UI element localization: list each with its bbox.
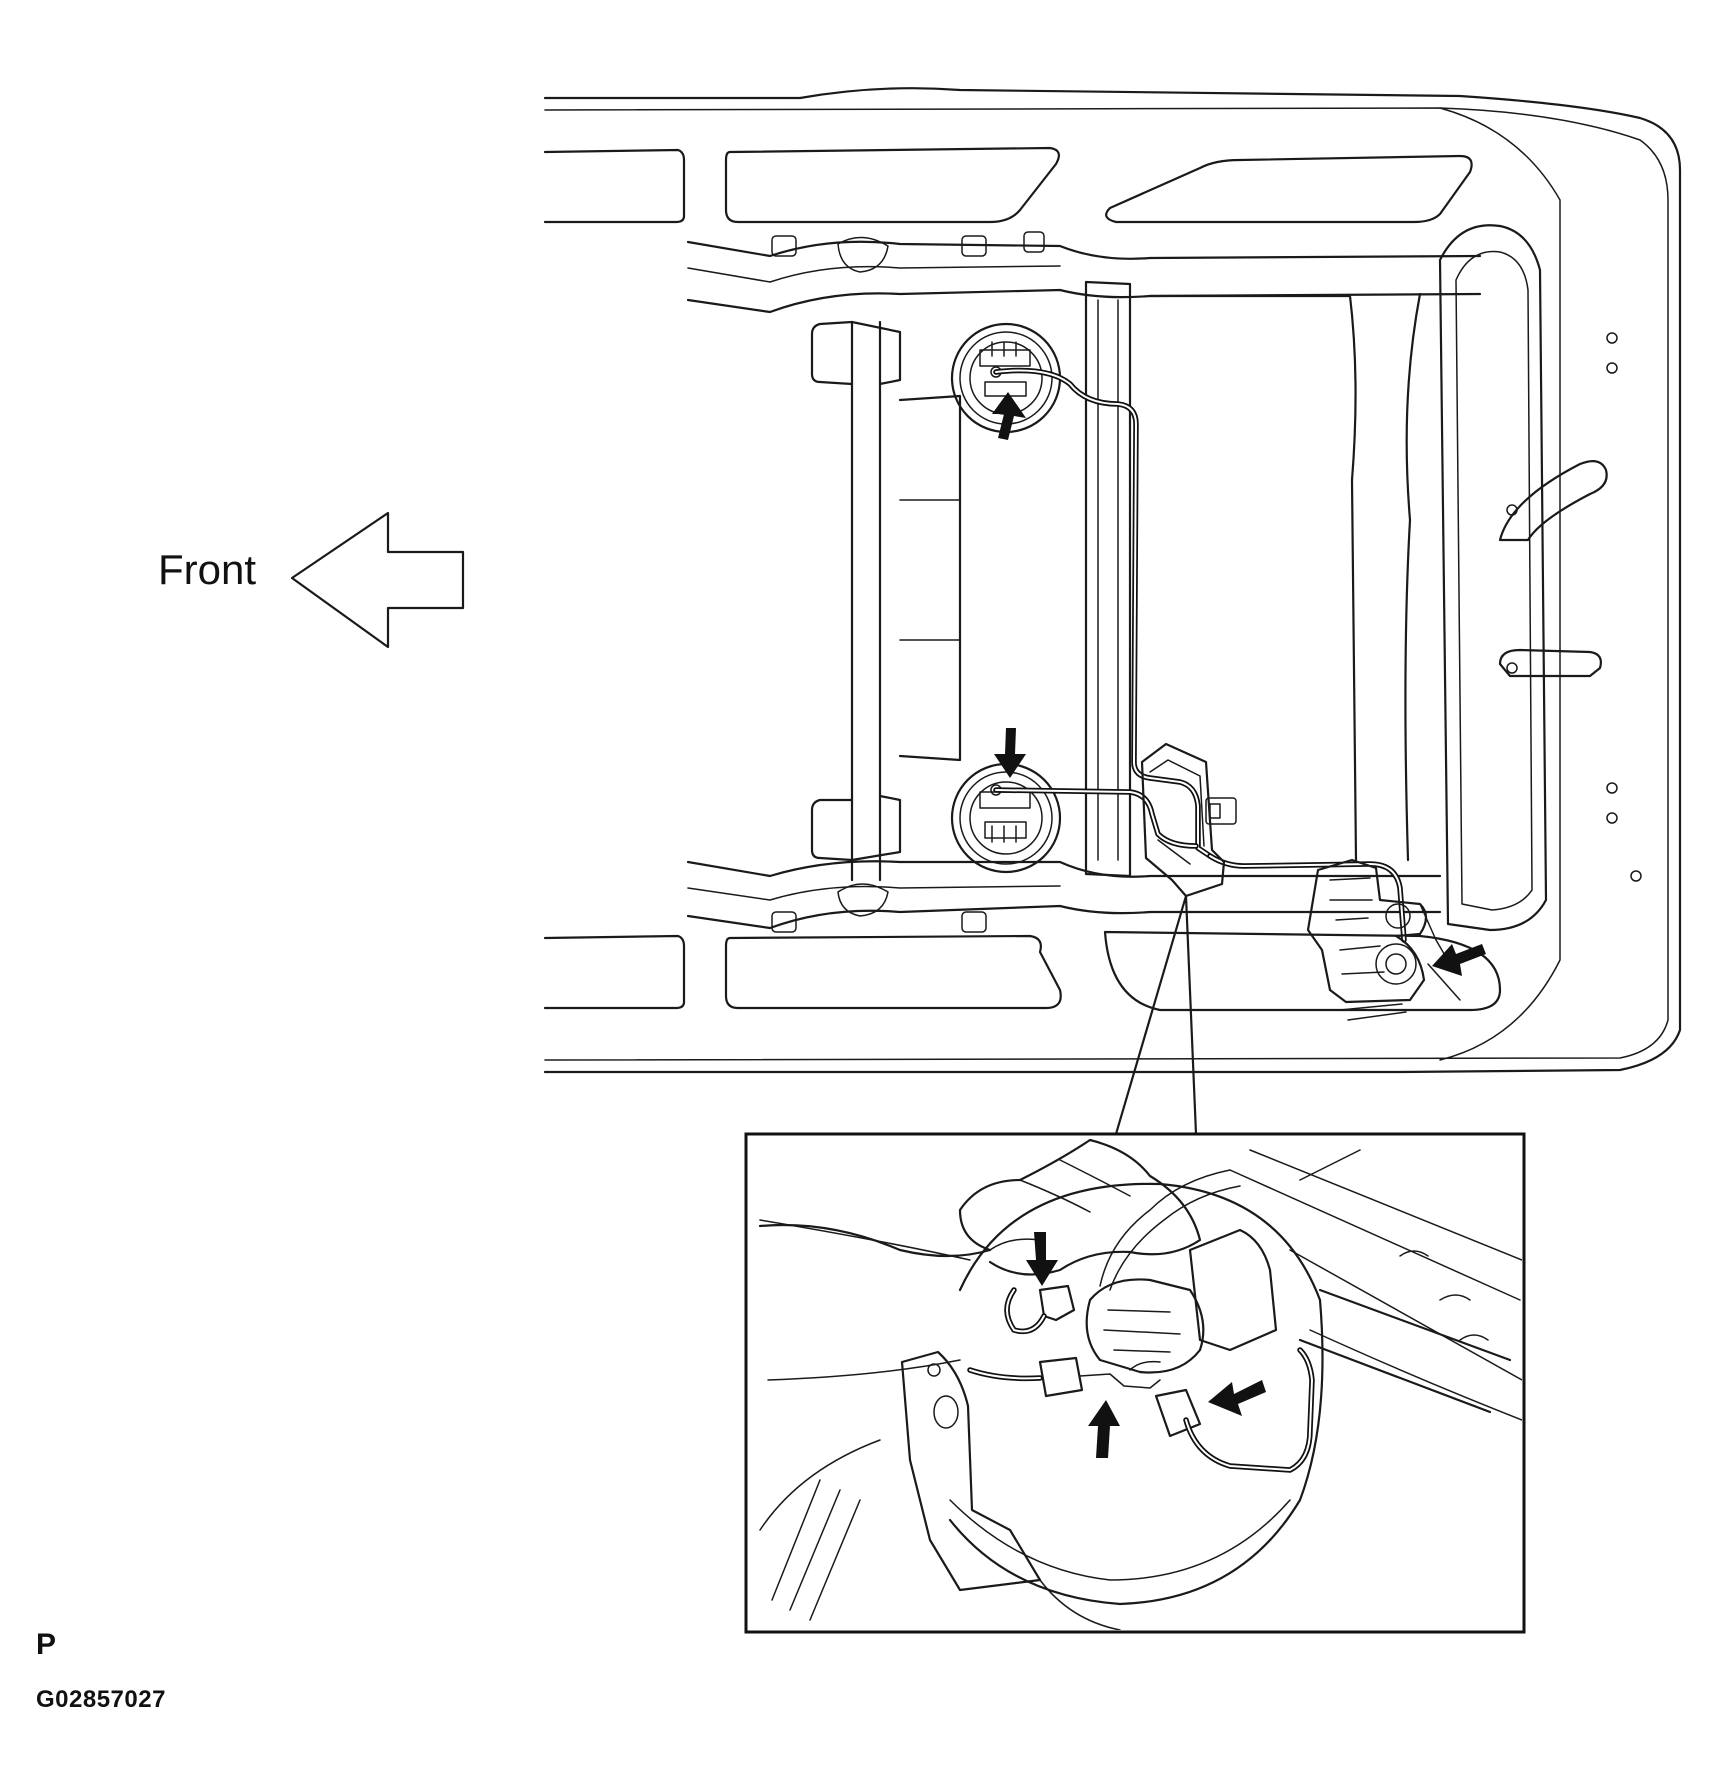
rear-member-1 [1148, 294, 1358, 862]
rear-hole-5 [1630, 870, 1642, 882]
rail-bracket-4 [771, 911, 797, 933]
rear-hole-2 [1606, 362, 1618, 374]
lower-arm-link [810, 798, 854, 862]
axle-housing-top [850, 320, 902, 386]
inset-fittings [1079, 1360, 1161, 1389]
arrow-solid-icon [1432, 944, 1486, 976]
frame-rail-upper [686, 240, 1482, 260]
rear-hole-6 [1506, 504, 1518, 516]
rail-bracket-5 [961, 911, 987, 933]
inset-valve-detail [1103, 1309, 1181, 1353]
rocker-cutout-bottom-1 [543, 934, 686, 1010]
vertical-member-2 [1084, 280, 1132, 878]
center-bay-detail [899, 499, 961, 641]
arrow-solid-icon [1088, 1400, 1120, 1458]
brake-backing-plate-lower [950, 762, 1062, 874]
inset-lower-left-parts [759, 1439, 1121, 1630]
detail-inset [744, 1132, 1526, 1634]
rocker-cutout-bottom-3 [1103, 930, 1502, 1012]
rail-bracket-2 [961, 235, 987, 257]
frame-rail-lower-detail [687, 885, 1061, 901]
rear-member-2 [1404, 292, 1422, 862]
inset-axle-tube-detail [1399, 1250, 1489, 1341]
callout-arrows-main [992, 392, 1486, 976]
rail-bracket-1 [771, 235, 797, 257]
inset-upper-hose [1099, 1169, 1241, 1291]
body-inner-outline [544, 107, 1669, 1061]
rocker-cutout-top-3 [1105, 154, 1473, 224]
inset-housing-inner [949, 1499, 1291, 1581]
inset-valve-body [1085, 1278, 1205, 1374]
rear-spare-tire-well-inner [1455, 250, 1533, 911]
arrow-solid-icon [992, 392, 1026, 440]
rear-spare-tire-well [1438, 224, 1548, 932]
front-direction-label: Front [158, 546, 257, 593]
axle-housing-bottom [850, 794, 902, 862]
detail-inset-frame [744, 1132, 1526, 1634]
inset-housing [948, 1182, 1324, 1606]
rail-bracket-3 [1023, 231, 1045, 253]
body-outline [543, 87, 1682, 1074]
arrow-solid-icon [994, 728, 1026, 778]
inset-valve-block [1188, 1228, 1278, 1352]
view-code-label: P [36, 1628, 57, 1661]
inset-union-left [1038, 1356, 1084, 1398]
rear-hole-3 [1606, 782, 1618, 794]
arrow-left-outline-icon [290, 511, 465, 649]
inset-left-bracket-hole [933, 1395, 959, 1429]
frame-rail-upper-lower-edge [686, 288, 1482, 314]
arrow-solid-icon [1208, 1380, 1266, 1416]
vertical-member-2-inner [1097, 299, 1119, 861]
vehicle-underbody [543, 87, 1682, 1136]
inset-axle-tube [1298, 1288, 1512, 1414]
detail-callout-leader [1114, 894, 1198, 1136]
center-bay-outline [898, 394, 962, 762]
brake-tube [993, 367, 1407, 943]
inset-left-bracket [900, 1350, 1042, 1592]
arrow-solid-icon [1026, 1232, 1058, 1286]
inset-union-right [1154, 1388, 1202, 1438]
inset-bolt [927, 1363, 941, 1377]
load-sensing-valve [1306, 858, 1461, 1021]
upper-arm-link [810, 320, 854, 386]
brake-valve-bracket [1140, 742, 1237, 898]
frame-rail-upper-detail [687, 265, 1061, 283]
rear-hole-1 [1606, 332, 1618, 344]
rocker-cutout-bottom-2 [724, 934, 1062, 1010]
inset-hand [758, 1138, 1202, 1276]
rocker-cutout-top-1 [543, 148, 686, 224]
inset-connector-upper [1038, 1284, 1076, 1322]
frame-rail-lower-lower-edge [686, 904, 1442, 930]
rear-hole-7 [1506, 662, 1518, 674]
rear-bracket-slot-1 [1498, 459, 1608, 542]
rail-hanger-2 [837, 883, 889, 917]
body-rear-edge [1439, 107, 1561, 1061]
figure-code-label: G02857027 [36, 1686, 166, 1713]
rear-hole-4 [1606, 812, 1618, 824]
rear-bracket-slot-2 [1498, 648, 1602, 678]
rocker-cutout-top-2 [724, 146, 1060, 224]
rail-hanger-1 [837, 236, 889, 273]
